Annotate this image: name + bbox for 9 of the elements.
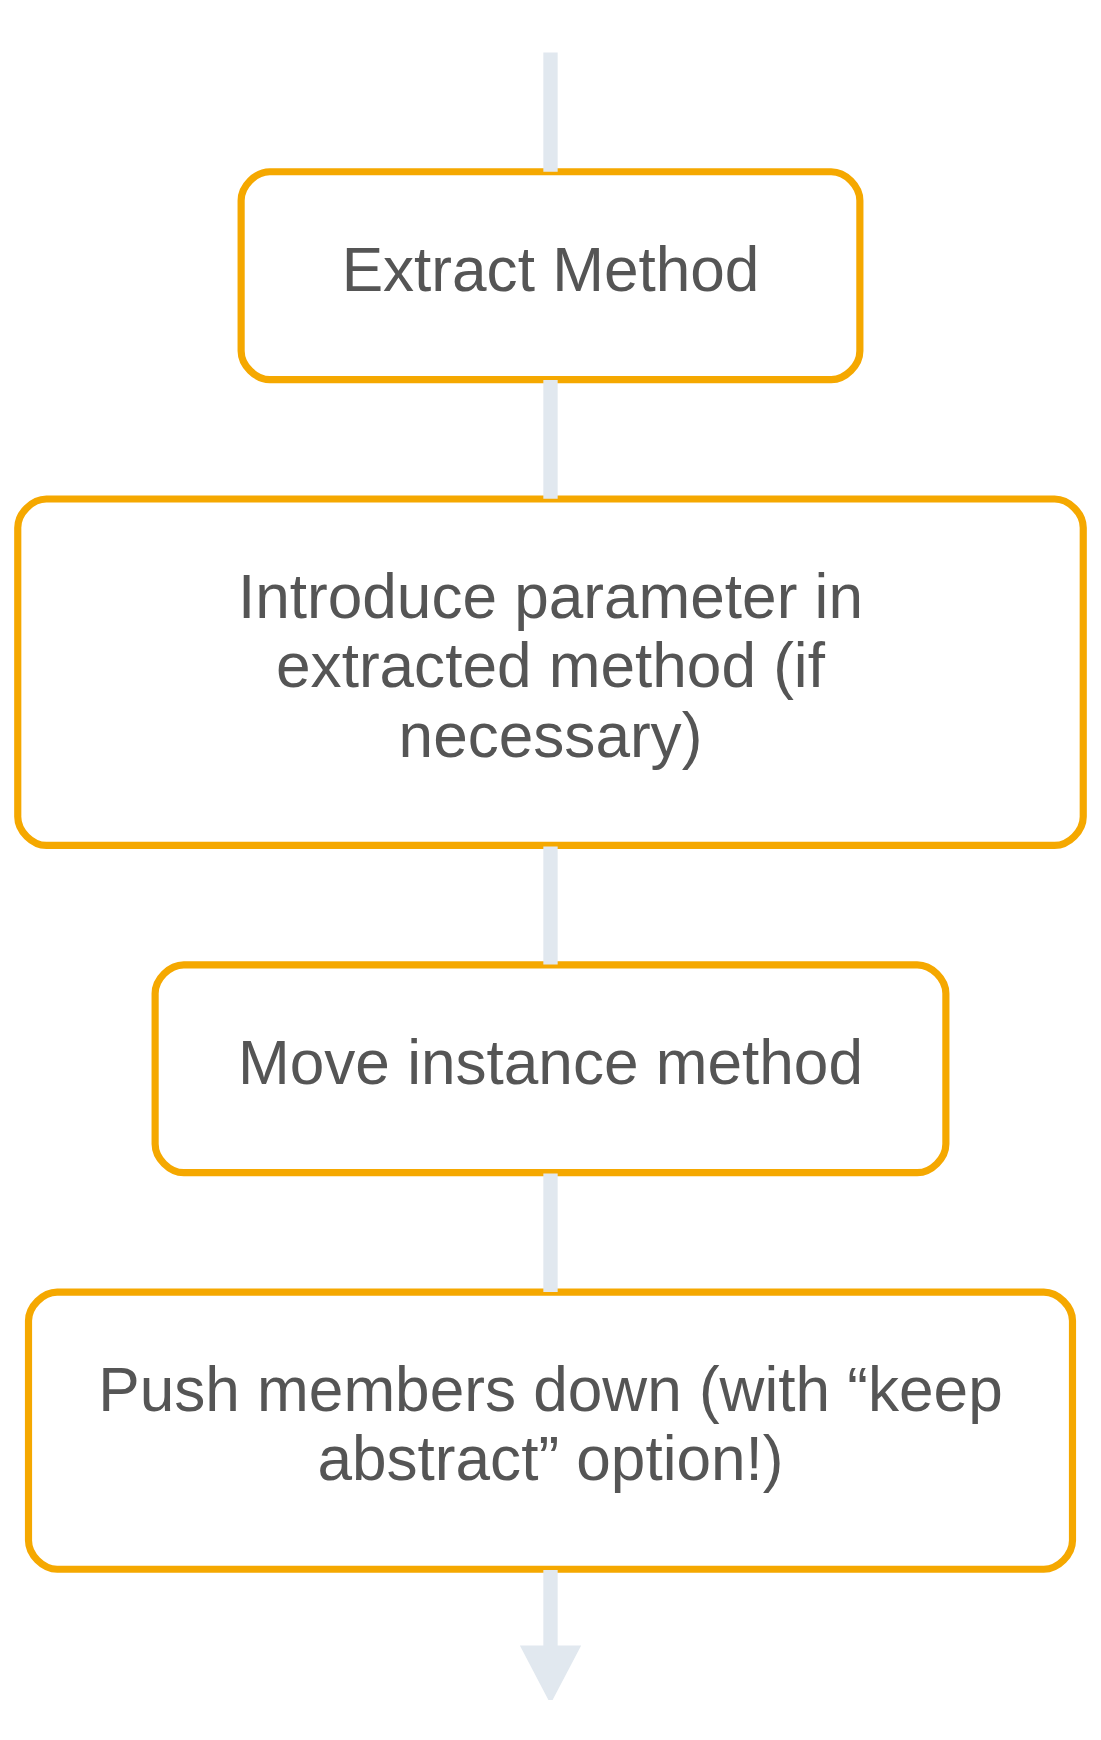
node-box: Push members down (with “keep abstract” option!): [24, 1288, 1077, 1573]
arrow: [519, 1569, 582, 1700]
connector: [543, 1173, 558, 1292]
node-box: Extract Method: [237, 167, 864, 383]
connector: [543, 845, 558, 965]
node-box: Introduce parameter in extracted method (if necessary): [14, 494, 1087, 849]
connector: [543, 379, 558, 499]
connector: [543, 51, 558, 172]
node-box: Move instance method: [151, 960, 950, 1176]
